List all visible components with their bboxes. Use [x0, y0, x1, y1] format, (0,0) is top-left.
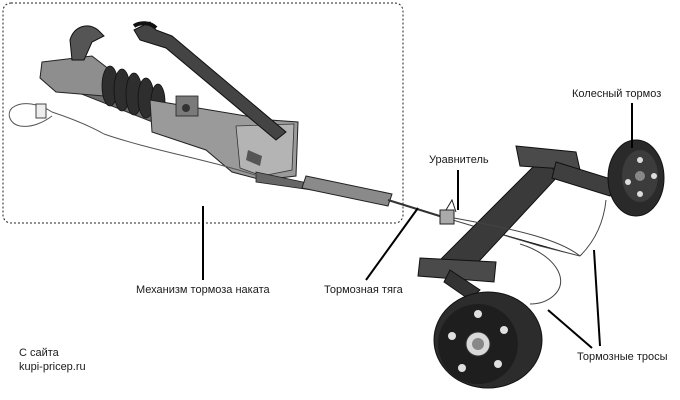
- wheel-brake-drum-rear: [607, 139, 665, 217]
- brake-cables: [453, 199, 607, 305]
- leader-brake-rod: [365, 207, 419, 281]
- leader-cables-b: [547, 309, 593, 349]
- source-credit: С сайта kupi-pricep.ru: [19, 346, 86, 374]
- equalizer-part: [439, 198, 457, 225]
- source-credit-line2: kupi-pricep.ru: [19, 361, 86, 373]
- label-brake-rod: Тормозная тяга: [324, 284, 403, 296]
- source-credit-line1: С сайта: [19, 347, 59, 359]
- wheel-brake-drum-front: [433, 291, 543, 389]
- label-brake-cables: Тормозные тросы: [577, 351, 668, 363]
- overrun-mechanism: [39, 21, 313, 191]
- axle-beam: [417, 145, 615, 301]
- breakaway-cable: [8, 103, 105, 135]
- label-mechanism: Механизм тормоза наката: [136, 284, 270, 296]
- label-equalizer: Уравнитель: [429, 154, 489, 166]
- label-wheel-brake: Колесный тормоз: [572, 88, 662, 100]
- leader-cables-a: [593, 249, 601, 347]
- callout-leaders: [202, 103, 633, 349]
